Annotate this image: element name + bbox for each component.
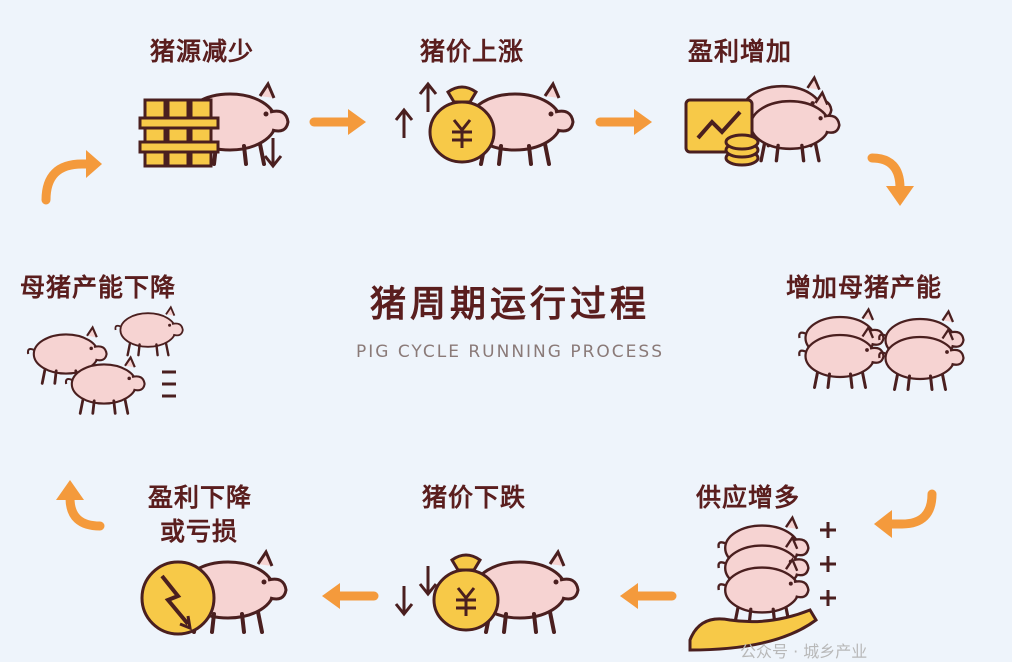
loss-coin-icon <box>140 550 288 636</box>
step-supply-increase: 供应增多 <box>696 483 801 512</box>
arrow-right-icon <box>314 109 366 135</box>
curved-arrow-icon <box>867 153 905 193</box>
diagram-title: 猪周期运行过程 <box>369 284 650 325</box>
money-bag-up-icon <box>394 81 575 166</box>
money-bag-down-icon <box>394 550 580 634</box>
step-sow-capacity-decrease: 母猪产能下降 <box>20 273 177 302</box>
fallen-pigs-icon <box>26 306 185 415</box>
step-increase-sow-capacity: 增加母猪产能 <box>786 273 943 302</box>
step-profit-decline-line1: 盈利下降 <box>148 483 253 512</box>
curved-arrow-icon <box>885 489 937 529</box>
step-profit-decline-line2: 或亏损 <box>160 517 239 546</box>
curved-arrow-icon <box>65 493 105 531</box>
curved-arrow-icon <box>41 159 95 205</box>
diagram-subtitle: PIG CYCLE RUNNING PROCESS <box>356 342 664 362</box>
stacked-pigs-icon <box>797 308 965 391</box>
arrow-right-icon <box>600 109 652 135</box>
watermark: 公众号 · 城乡产业 <box>740 642 868 661</box>
profit-chart-icon <box>684 75 841 167</box>
arrow-left-icon <box>322 583 374 609</box>
step-pig-price-rise: 猪价上涨 <box>420 37 525 66</box>
arrow-left-icon <box>620 583 672 609</box>
hand-pigs-plus-icon <box>688 515 836 652</box>
step-profit-increase: 盈利增加 <box>688 37 793 66</box>
step-pig-price-fall: 猪价下跌 <box>422 483 527 512</box>
step-pig-supply-decrease: 猪源减少 <box>150 37 255 66</box>
fence-pig-icon <box>138 82 290 169</box>
